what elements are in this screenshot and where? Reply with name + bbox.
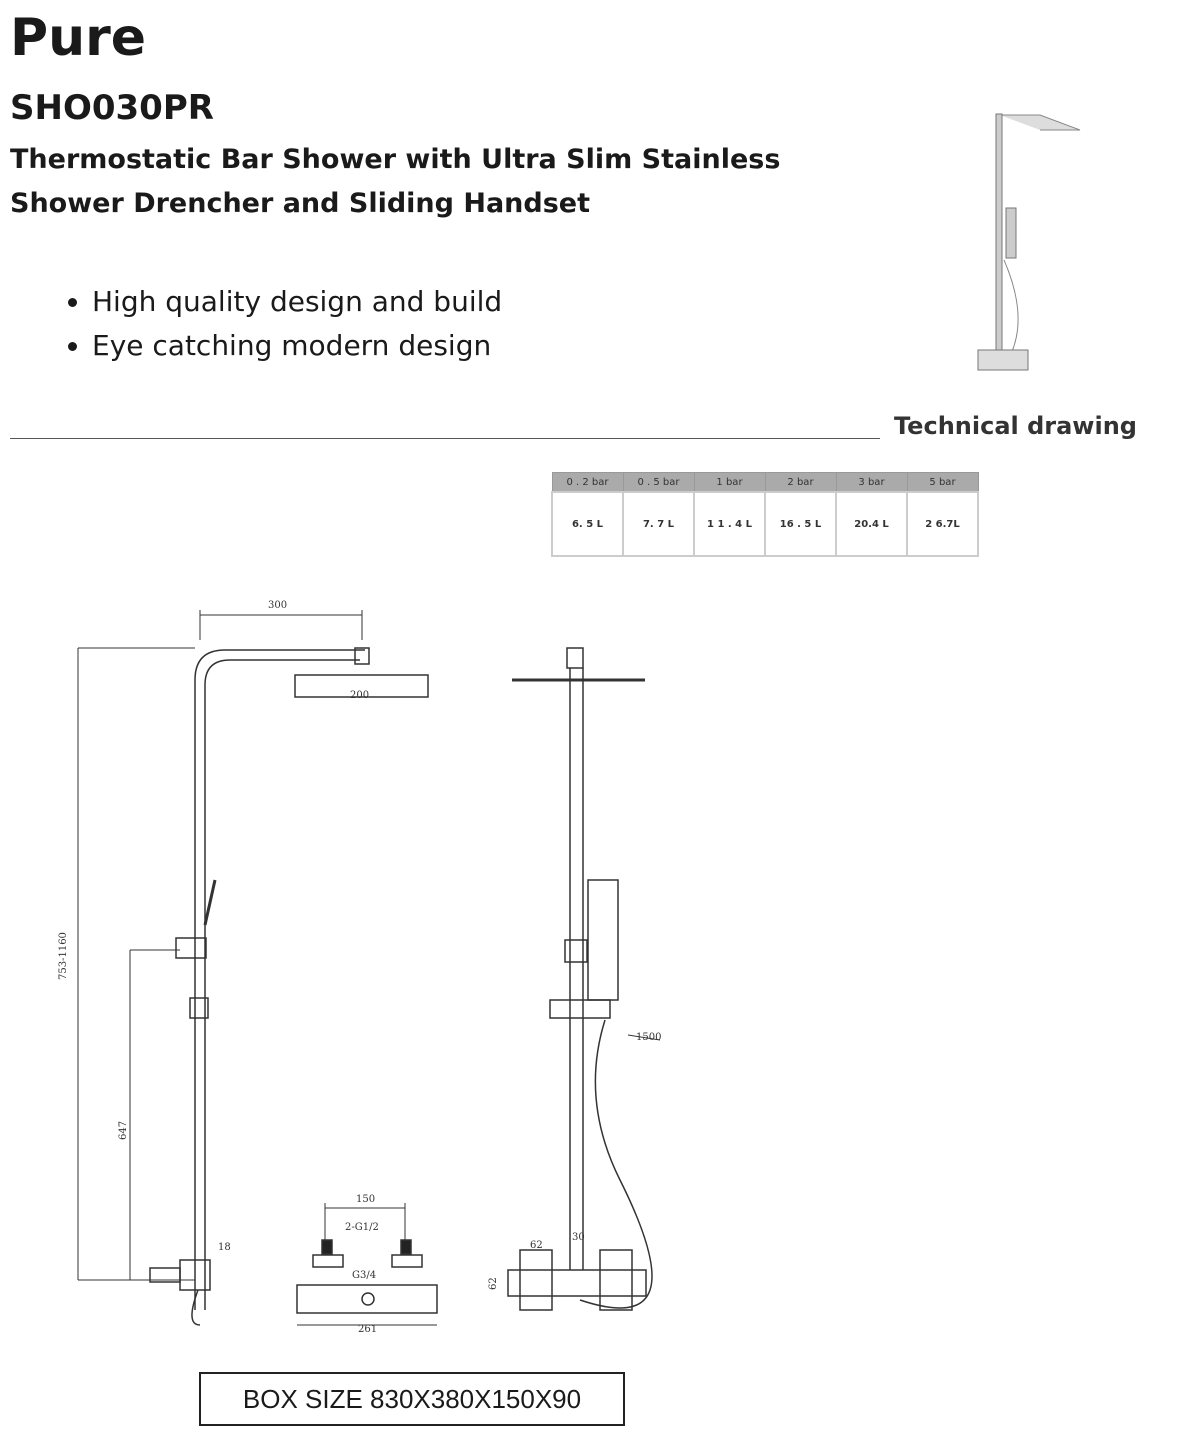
feature-list: High quality design and build Eye catchi… [50,280,502,368]
dim-width: 261 [358,1324,377,1335]
table-header: 1 bar [693,472,766,493]
table-cell: 20.4 L [835,491,908,557]
table-header: 5 bar [906,472,979,493]
feature-item: High quality design and build [92,280,502,324]
dim-hose: 1500 [636,1032,661,1043]
section-heading: Technical drawing [894,412,1137,440]
feature-item: Eye catching modern design [92,324,502,368]
divider [10,438,880,439]
dim-depth: 62 [530,1240,543,1251]
technical-drawing: 300 200 753-1160 647 18 1500 150 2-G1/2 … [58,600,661,1335]
dim-height: 753-1160 [58,932,69,980]
table-header: 3 bar [835,472,908,493]
dim-rail: 30 [572,1232,585,1243]
product-subtitle: Thermostatic Bar Shower with Ultra Slim … [10,144,781,219]
table-cell: 16 . 5 L [764,491,837,557]
dim-centres: 150 [356,1194,375,1205]
table-header: 2 bar [764,472,837,493]
dim-valve-height: 647 [118,1121,129,1140]
dim-bar: 18 [218,1242,231,1253]
table-cell: 2 6.7L [906,491,979,557]
table-header: 0 . 2 bar [551,472,624,493]
table-cell: 6. 5 L [551,491,624,557]
dim-inlet: 2-G1/2 [345,1222,379,1233]
box-size: BOX SIZE 830X380X150X90 [199,1372,625,1426]
table-header: 0 . 5 bar [622,472,695,493]
dim-head: 200 [350,690,369,701]
product-image [977,113,1081,371]
dim-arm: 300 [268,600,287,611]
table-cell: 7. 7 L [622,491,695,557]
product-name: Pure [10,8,147,68]
product-code: SHO030PR [10,88,214,128]
dim-outlet: G3/4 [352,1270,376,1281]
table-cell: 1 1 . 4 L [693,491,766,557]
dim-valve-depth: 62 [488,1277,499,1290]
